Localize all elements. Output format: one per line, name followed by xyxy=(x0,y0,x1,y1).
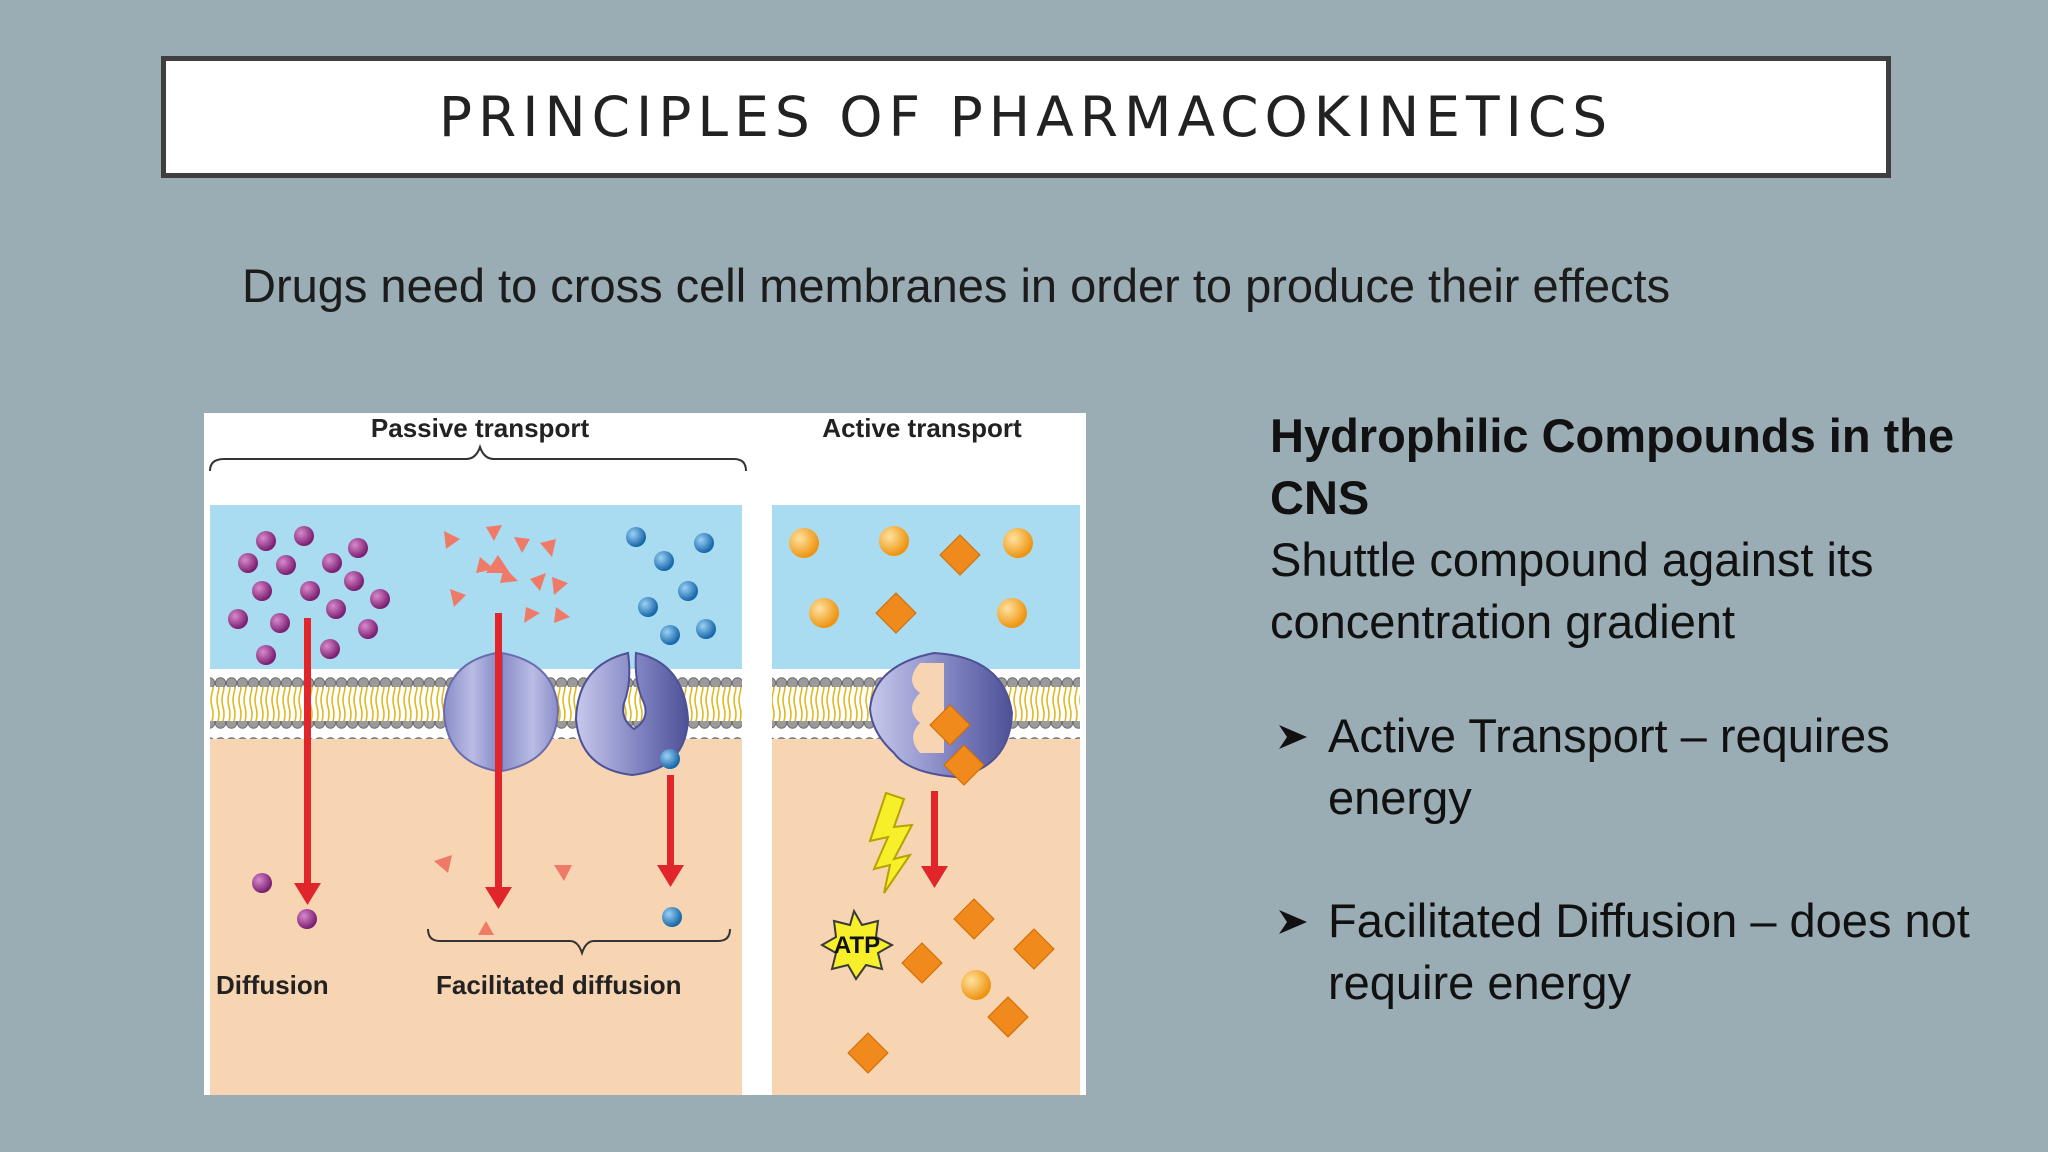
atp-starburst: ATP xyxy=(819,908,895,981)
carrier-arrow-passive xyxy=(657,775,684,887)
diffusion-arrow xyxy=(294,618,321,905)
side-description: Shuttle compound against its concentrati… xyxy=(1270,533,1874,648)
facilitated-diffusion-label: Facilitated diffusion xyxy=(436,970,682,1000)
orange-diamonds xyxy=(847,534,1055,1074)
orange-spheres xyxy=(789,526,1033,1000)
title-box: PRINCIPLES OF PHARMACOKINETICS xyxy=(161,56,1891,178)
bullet-text: Facilitated Diffusion – does not require… xyxy=(1328,894,1970,1009)
orange-triangles xyxy=(434,525,572,935)
blue-molecules xyxy=(626,527,716,927)
arrowhead-bullet-icon xyxy=(1279,910,1307,934)
diffusion-label: Diffusion xyxy=(216,970,329,1000)
carrier-protein-passive xyxy=(574,651,690,777)
carrier-protein-active xyxy=(868,651,1014,786)
bullet-item: Active Transport – requires energy xyxy=(1270,705,2030,829)
bullet-text: Active Transport – requires energy xyxy=(1328,709,1890,824)
passive-transport-label: Passive transport xyxy=(371,413,590,443)
channel-arrow xyxy=(485,555,512,909)
bullet-item: Facilitated Diffusion – does not require… xyxy=(1270,890,2030,1014)
active-arrow xyxy=(921,791,948,888)
active-transport-label: Active transport xyxy=(822,413,1022,443)
side-heading: Hydrophilic Compounds in the CNS xyxy=(1270,409,1955,524)
arrowhead-bullet-icon xyxy=(1279,725,1307,749)
active-panel xyxy=(772,505,1080,1095)
energy-bolt xyxy=(868,791,914,894)
purple-molecules xyxy=(228,526,390,929)
channel-protein xyxy=(442,651,560,773)
membrane-transport-figure: Passive transport Active transport xyxy=(204,413,1086,1095)
passive-brace xyxy=(209,443,747,472)
side-panel: Hydrophilic Compounds in the CNS Shuttle… xyxy=(1270,405,2030,1009)
slide-title: PRINCIPLES OF PHARMACOKINETICS xyxy=(438,85,1614,149)
facilitated-brace xyxy=(427,928,731,957)
passive-panel xyxy=(210,505,742,1095)
slide-subtitle: Drugs need to cross cell membranes in or… xyxy=(242,259,1671,312)
atp-label: ATP xyxy=(834,932,880,959)
